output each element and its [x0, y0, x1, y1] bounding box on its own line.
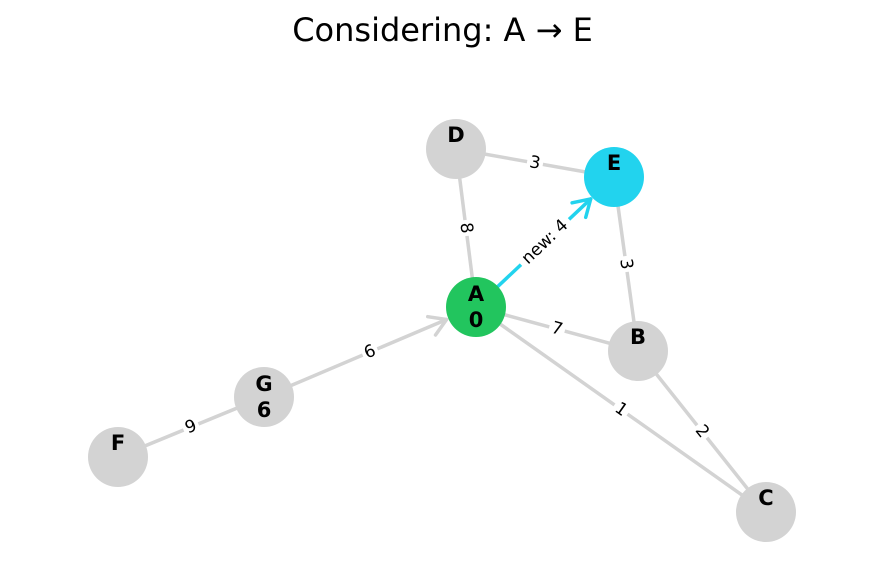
node-circle[interactable]: [446, 277, 506, 337]
node-B[interactable]: B: [608, 321, 668, 381]
node-circle[interactable]: [608, 321, 668, 381]
node-label: C: [758, 486, 773, 510]
node-A[interactable]: A0: [446, 277, 506, 337]
edge-label-bg: [608, 395, 634, 424]
edge-label-group: 7: [546, 316, 568, 342]
edge-label-group: 3: [525, 150, 545, 176]
node-label: D: [447, 123, 464, 147]
edge-label-group: 6: [358, 338, 382, 366]
node-circle[interactable]: [234, 367, 294, 427]
edge-G-A: 6: [289, 314, 449, 388]
edge-A-C: 1: [474, 305, 768, 514]
edge-B-C: 2: [636, 349, 768, 514]
node-C[interactable]: C: [736, 482, 796, 542]
node-G[interactable]: G6: [234, 367, 294, 427]
edge-label-group: 3: [614, 254, 638, 274]
edge-weight-label: 7: [549, 318, 565, 340]
node-label: E: [607, 151, 621, 175]
edge-label-bg: [513, 211, 577, 273]
edge-label-bg: [546, 316, 568, 342]
node-distance: 0: [469, 308, 484, 332]
node-circle[interactable]: [426, 119, 486, 179]
edge-label-group: 1: [608, 395, 634, 424]
edge-weight-label: 8: [455, 221, 476, 234]
edge-label-bg: [525, 150, 545, 176]
edge-arrowhead: [426, 314, 449, 337]
edge-label-bg: [454, 218, 478, 238]
node-circle[interactable]: [736, 482, 796, 542]
node-label: G: [255, 372, 272, 396]
page-title: Considering: A → E: [292, 11, 593, 49]
edge-label-group: 9: [179, 413, 203, 441]
edge-label-bg: [358, 338, 382, 366]
node-label: F: [111, 431, 125, 455]
edge-label-bg: [179, 413, 203, 441]
node-D[interactable]: D: [426, 119, 486, 179]
edge-label-group: new: 4: [513, 211, 577, 273]
edge-A-E: new: 4: [496, 197, 593, 289]
edge-label-group: 8: [454, 218, 478, 238]
edge-label-group: 2: [688, 418, 716, 445]
edge-label-bg: [614, 254, 638, 274]
edge-label-bg: [688, 418, 716, 445]
node-circle[interactable]: [584, 147, 644, 207]
edge-arrowhead: [570, 197, 593, 220]
node-F[interactable]: F: [88, 427, 148, 487]
node-E[interactable]: E: [584, 147, 644, 207]
edges-layer: new: 4 6 3 8 3 7 1 2 9: [116, 147, 768, 514]
node-circle[interactable]: [88, 427, 148, 487]
edge-weight-label: 3: [528, 152, 542, 174]
edge-weight-label: 3: [615, 257, 636, 270]
node-label: A: [468, 282, 485, 306]
edge-weight-label: new: 4: [518, 215, 573, 268]
node-label: B: [630, 325, 646, 349]
node-distance: 6: [257, 398, 272, 422]
